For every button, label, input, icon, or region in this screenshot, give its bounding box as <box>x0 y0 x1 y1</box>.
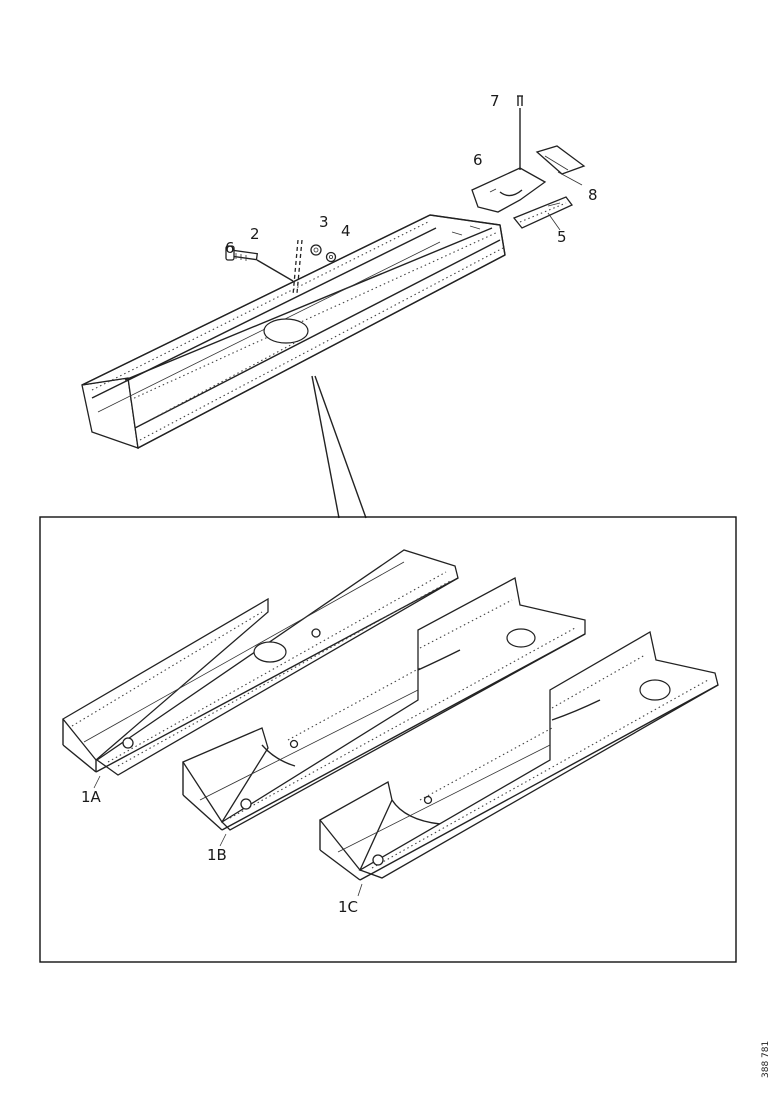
channel-variant-1C <box>319 630 719 897</box>
figure-reference-number: 388 781 <box>761 1041 771 1078</box>
callout-1C: 1C <box>338 898 358 916</box>
callout-6-bracket: 6 <box>473 151 483 169</box>
callout-2: 2 <box>250 225 260 243</box>
callout-5: 5 <box>557 228 567 246</box>
callout-3: 3 <box>319 213 329 231</box>
screw-part-7 <box>517 95 523 170</box>
alignment-line <box>292 239 299 296</box>
callout-1A: 1A <box>81 788 102 806</box>
detail-leader-lines <box>311 375 367 519</box>
detail-frame <box>39 516 737 963</box>
clip-part-5 <box>512 196 574 229</box>
callout-4: 4 <box>341 222 351 240</box>
callout-6-bolt: 6 <box>225 239 235 257</box>
channel-cutout <box>263 318 309 344</box>
callout-7: 7 <box>490 92 500 110</box>
channel-variant-1B <box>182 577 586 847</box>
callout-8: 8 <box>588 186 598 204</box>
callout-1B: 1B <box>207 846 227 864</box>
washer-part-4 <box>325 251 337 263</box>
upper-channel-assembly <box>81 214 506 450</box>
bracket-part-6 <box>471 167 547 213</box>
bolt-head-part-6 <box>225 245 235 261</box>
bolt-part-2 <box>231 249 294 282</box>
channel-variant-1A <box>62 549 459 789</box>
nut-part-3 <box>310 244 322 256</box>
plate-part-8 <box>535 145 586 175</box>
